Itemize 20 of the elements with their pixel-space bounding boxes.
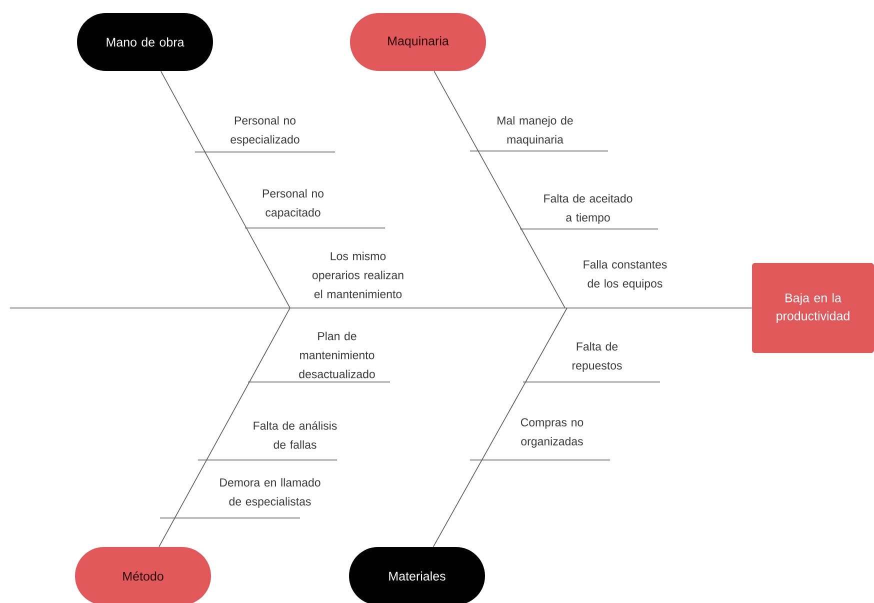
bone-line <box>432 308 568 548</box>
category-pill: Materiales <box>349 547 485 603</box>
category-pill: Maquinaria <box>350 13 486 71</box>
category-pill: Método <box>75 547 211 603</box>
bone-line <box>434 70 566 308</box>
cause-label: Los mismo operarios realizan el mantenimiento <box>312 252 404 298</box>
bone-line <box>158 308 290 548</box>
cause-label: Compras no organizadas <box>520 418 584 448</box>
cause-label: Falta de análisis de fallas <box>254 421 337 449</box>
cause-label: Falta de aceitado a tiempo <box>544 194 632 224</box>
bone-line <box>160 70 290 308</box>
cause-label: Mal manejo de maquinaria <box>498 116 573 146</box>
cause-label: Personal no capacitado <box>262 189 324 219</box>
cause-label: Personal no especializado <box>230 116 300 146</box>
category-pill: Mano de obra <box>77 13 213 71</box>
effect-box: Baja en la productividad <box>752 263 874 353</box>
cause-label: Demora en llamado de especialistas <box>220 478 320 508</box>
cause-label: Falta de repuestos <box>572 342 622 372</box>
cause-label: Falla constantes de los equipos <box>584 260 667 290</box>
cause-label: Plan de mantenimiento desactualizado <box>299 332 375 378</box>
